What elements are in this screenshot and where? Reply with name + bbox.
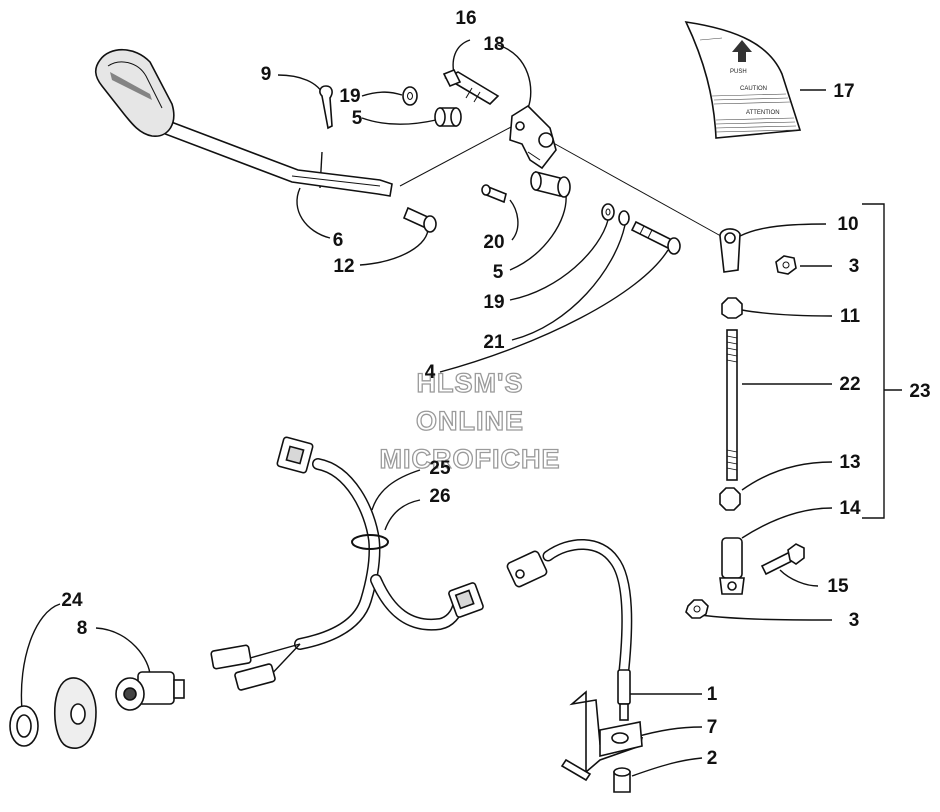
callout-12: 12 (333, 256, 354, 277)
callout-6: 6 (333, 230, 344, 251)
nut-2 (613, 767, 631, 793)
callout-8: 8 (77, 618, 88, 639)
callout-15: 15 (827, 576, 849, 597)
lock-washer-21 (618, 210, 630, 226)
leader-5b (509, 194, 567, 271)
watermark: HLSM'S ONLINE MICROFICHE (379, 367, 561, 474)
callout-18: 18 (483, 34, 504, 55)
nut-3a (775, 255, 797, 275)
callout-4: 4 (425, 362, 436, 383)
callout-3-bottom: 3 (849, 610, 860, 631)
nut-13 (719, 487, 741, 511)
leader-3b (699, 614, 833, 621)
leader-2 (631, 757, 703, 777)
cable-1 (506, 539, 633, 721)
callout-1: 1 (707, 684, 718, 705)
washer-19a (402, 86, 418, 106)
bolt-4 (630, 220, 681, 255)
leader-21 (511, 224, 626, 341)
leader-13 (741, 461, 833, 491)
leader-9 (277, 74, 325, 97)
callout-21: 21 (483, 332, 505, 353)
nut-24 (9, 705, 39, 747)
bolt-16 (442, 68, 500, 106)
callout-13: 13 (839, 452, 860, 473)
leader-15 (779, 569, 819, 587)
switch-8 (115, 671, 185, 711)
leader-25 (371, 469, 421, 511)
leader-7 (631, 726, 703, 739)
callout-17: 17 (833, 81, 854, 102)
decal-attention-text: ATTENTION (746, 110, 780, 116)
threaded-rod-22 (726, 329, 738, 481)
leader-lines (20, 39, 902, 777)
callout-24: 24 (61, 590, 83, 611)
callout-9: 9 (261, 64, 272, 85)
rod-end-14 (719, 537, 745, 595)
leader-19b (509, 219, 609, 301)
leader-8 (95, 627, 151, 677)
linkage-centerline (399, 117, 529, 187)
decal-17: PUSH CAUTION ATTENTION (684, 20, 802, 139)
callout-7: 7 (707, 717, 718, 738)
bushing-5a (434, 107, 462, 127)
leader-11 (741, 309, 833, 317)
mount-plate (53, 677, 97, 749)
cotter-pin-9 (319, 85, 333, 130)
leader-14 (741, 507, 833, 539)
decal-caution-text: CAUTION (740, 86, 767, 92)
nut-3b (685, 599, 709, 619)
callout-19-mid: 19 (483, 292, 504, 313)
callout-2: 2 (707, 748, 718, 769)
wiring-harness-25 (210, 436, 484, 691)
leader-4 (439, 249, 669, 373)
bracket-7 (560, 690, 644, 782)
callout-26: 26 (429, 486, 450, 507)
bolt-12 (402, 206, 437, 233)
shift-lever (94, 49, 393, 197)
callout-25: 25 (429, 458, 451, 479)
bushing-5b (530, 170, 571, 198)
bracket-18 (509, 104, 557, 170)
callout-10: 10 (837, 214, 858, 235)
watermark-line-3: MICROFICHE (380, 444, 561, 474)
callout-20: 20 (483, 232, 504, 253)
callout-14: 14 (839, 498, 861, 519)
watermark-line-2: ONLINE (416, 406, 524, 436)
leader-12 (359, 225, 429, 266)
rod-end-10 (719, 228, 741, 273)
leader-5a (361, 117, 437, 125)
leader-6 (296, 187, 331, 239)
washer-19b (601, 203, 615, 221)
leader-10 (739, 223, 827, 237)
callout-5-top: 5 (352, 108, 363, 129)
callout-23: 23 (909, 381, 930, 402)
bolt-15 (760, 543, 805, 576)
pin-20 (481, 184, 507, 204)
tie-strap-26 (351, 534, 389, 550)
callout-16: 16 (455, 8, 476, 29)
rod-centerline (547, 139, 729, 241)
leader-24 (20, 603, 61, 711)
decal-push-text: PUSH (730, 69, 747, 75)
callout-19-top: 19 (339, 86, 360, 107)
leader-20 (509, 199, 519, 241)
callout-5-mid: 5 (493, 262, 504, 283)
callout-3-top: 3 (849, 256, 860, 277)
callout-22: 22 (839, 374, 860, 395)
leader-26 (384, 499, 421, 531)
callout-11: 11 (840, 306, 861, 327)
callouts: 16 18 9 19 5 17 6 12 20 5 19 21 4 10 3 1… (61, 8, 930, 769)
nut-11 (721, 297, 743, 319)
leader-18 (497, 44, 532, 109)
bracket-23 (862, 203, 885, 519)
leader-19a (361, 91, 403, 97)
watermark-line-1: HLSM'S (417, 368, 524, 398)
